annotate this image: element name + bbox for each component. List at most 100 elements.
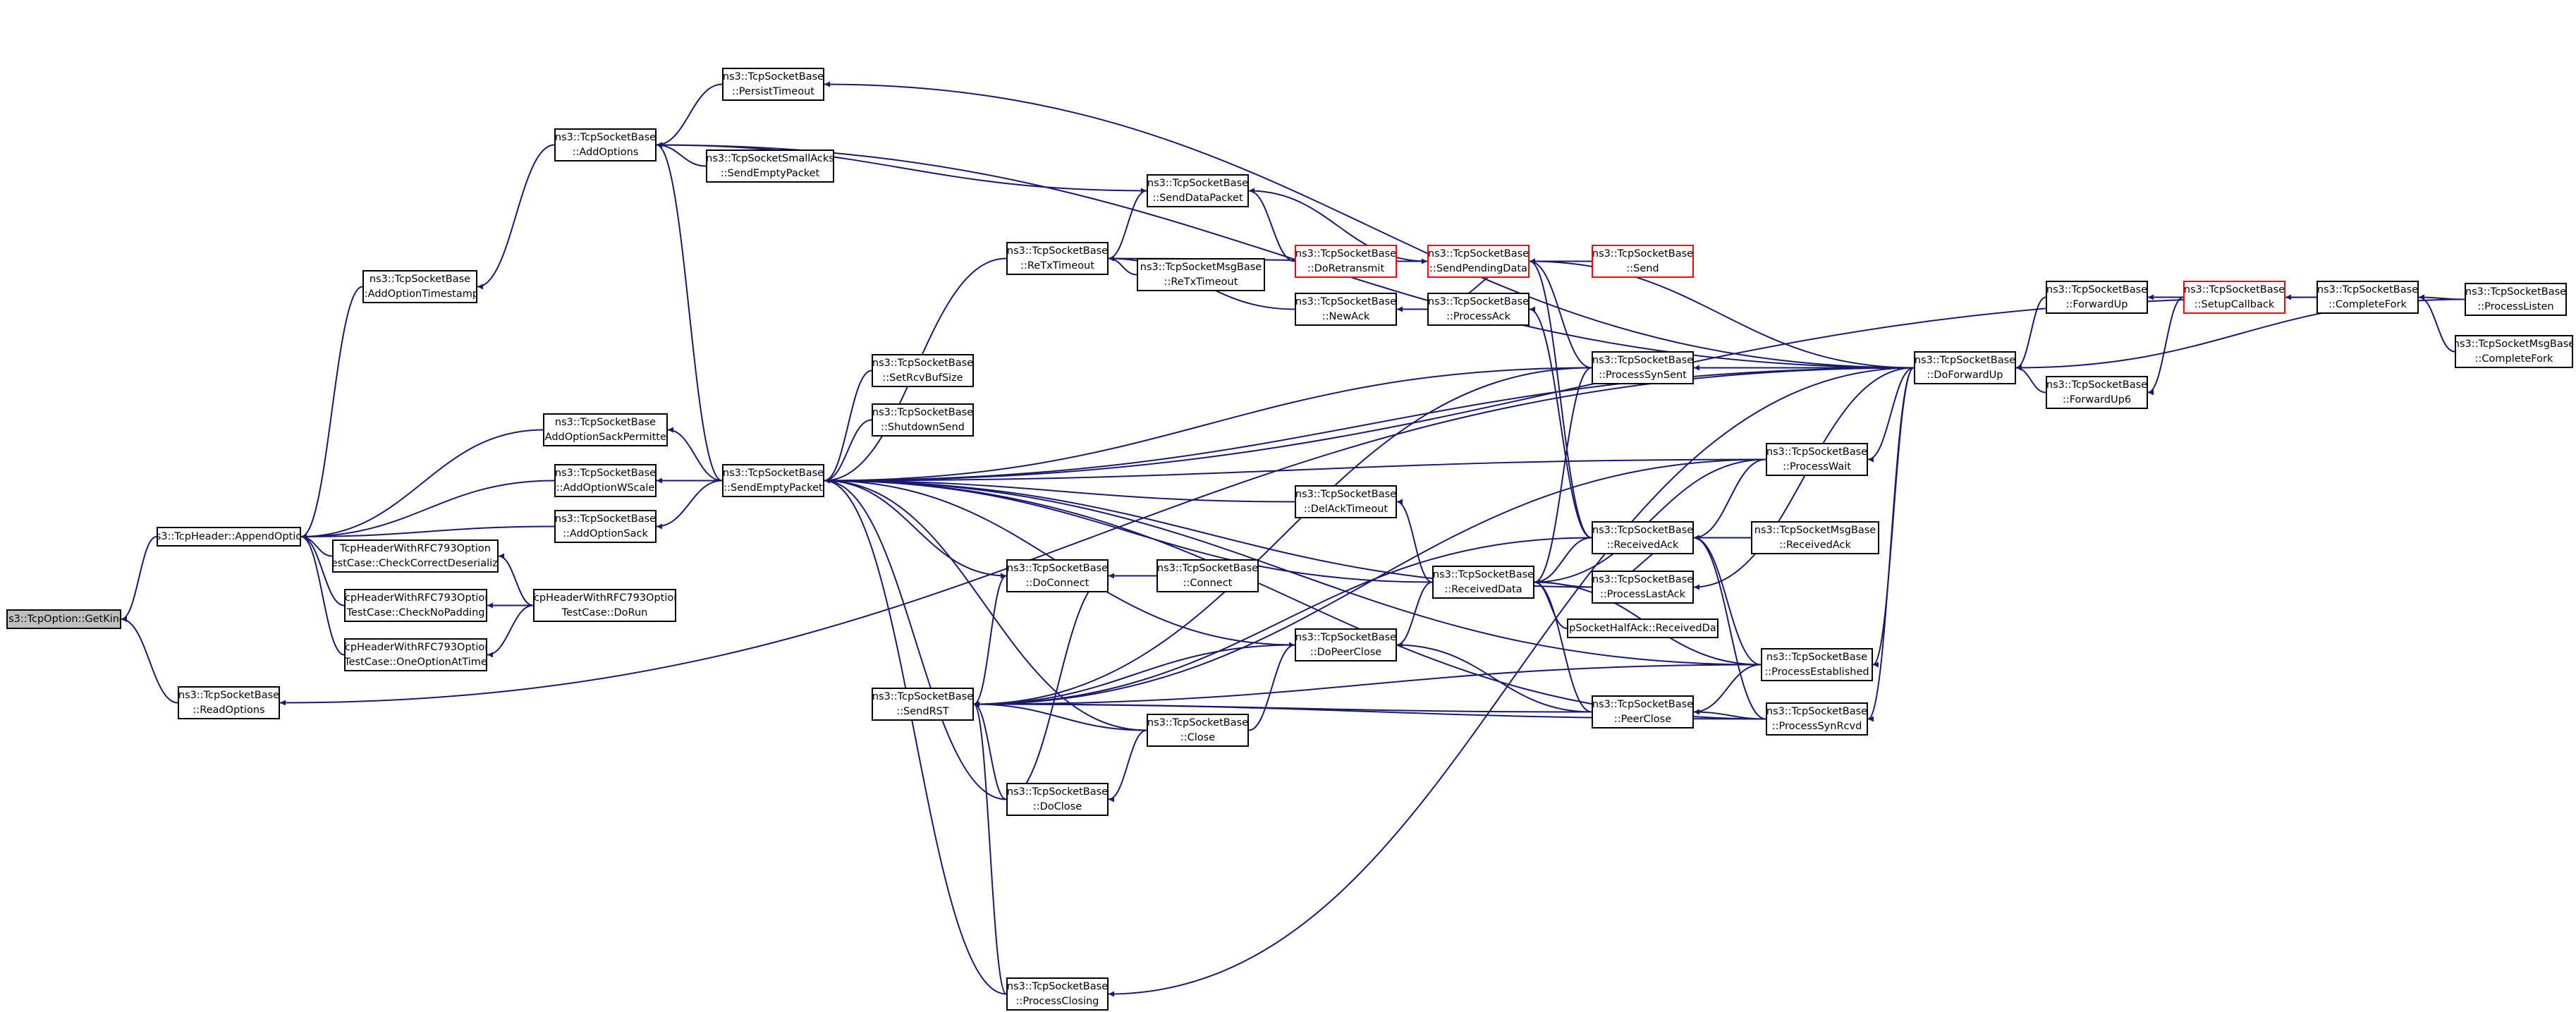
node-received-data[interactable]: ns3::TcpSocketBase::ReceivedData [1432, 566, 1534, 599]
node-label-line: ns3::TcpSocketBase [722, 467, 824, 479]
node-label-line: ns3::TcpSocketBase [2046, 379, 2148, 391]
node-small-acks-send-empty-packet[interactable]: ns3::TcpSocketSmallAcks::SendEmptyPacket [706, 150, 834, 183]
edge-peer_close-to-do_peer_close [1396, 642, 1592, 713]
node-shutdown-send[interactable]: ns3::TcpSocketBase::ShutdownSend [872, 403, 974, 437]
node-label-line: ns3::TcpSocketBase [554, 467, 657, 479]
node-do-connect[interactable]: ns3::TcpSocketBase::DoConnect [1006, 559, 1109, 592]
node-msg-retx-timeout[interactable]: ns3::TcpSocketMsgBase::ReTxTimeout [1137, 258, 1265, 291]
node-add-option-sack[interactable]: ns3::TcpSocketBase::AddOptionSack [554, 510, 657, 543]
edge-do_forward_up-to-process_syn_rcvd [1867, 367, 1915, 722]
node-add-option-timestamp[interactable]: ns3::TcpSocketBase::AddOptionTimestamp [362, 270, 477, 303]
node-label-line: ns3::TcpSocketBase [1295, 488, 1397, 500]
node-do-retransmit[interactable]: ns3::TcpSocketBase::DoRetransmit [1295, 245, 1397, 278]
node-process-syn-rcvd[interactable]: ns3::TcpSocketBase::ProcessSynRcvd [1766, 702, 1868, 736]
node-label-line: ::ReceivedAck [1606, 539, 1679, 551]
node-close[interactable]: ns3::TcpSocketBase::Close [1147, 714, 1249, 747]
node-do-forward-up[interactable]: ns3::TcpSocketBase::DoForwardUp [1914, 351, 2016, 384]
node-add-option-sack-permitted[interactable]: ns3::TcpSocketBase::AddOptionSackPermitt… [543, 413, 668, 446]
node-retx-timeout[interactable]: ns3::TcpSocketBase::ReTxTimeout [1006, 242, 1109, 275]
node-label-line: ns3::TcpSocketBase [1006, 786, 1109, 798]
node-forward-up[interactable]: ns3::TcpSocketBase::ForwardUp [2046, 281, 2148, 314]
node-label-line: ::SendRST [896, 705, 949, 717]
edge-process_closing-to-send_empty_packet [824, 477, 1007, 995]
node-label-line: ns3::TcpSocketBase [1592, 698, 1694, 710]
node-peer-close[interactable]: ns3::TcpSocketBase::PeerClose [1592, 695, 1694, 728]
node-send-data-packet[interactable]: ns3::TcpSocketBase::SendDataPacket [1147, 174, 1249, 207]
node-label-line: TestCase::CheckCorrectDeserialize [332, 557, 499, 569]
edge-peer_close-to-send_rst [973, 701, 1592, 713]
node-connect[interactable]: ns3::TcpSocketBase::Connect [1156, 559, 1259, 592]
edge-do_forward_up-to-read_options [279, 367, 1915, 706]
edge-process_established-to-send_rst [973, 664, 1762, 707]
node-label-line: ns3::TcpSocketBase [1147, 177, 1249, 189]
node-complete-fork[interactable]: ns3::TcpSocketBase::CompleteFork [2316, 281, 2419, 314]
node-label-line: ns3::TcpSocketBase [1432, 568, 1534, 580]
node-send[interactable]: ns3::TcpSocketBase::Send [1592, 245, 1694, 278]
node-process-listen[interactable]: ns3::TcpSocketBase::ProcessListen [2465, 283, 2567, 316]
node-persist-timeout[interactable]: ns3::TcpSocketBase::PersistTimeout [722, 68, 824, 101]
node-label-line: ::ReTxTimeout [1020, 260, 1094, 272]
node-label-line: ::ShutdownSend [881, 421, 965, 433]
node-label-line: ::AddOptionWScale [556, 482, 655, 494]
node-send-rst[interactable]: ns3::TcpSocketBase::SendRST [872, 688, 974, 721]
edge-process_syn_rcvd-to-received_ack [1693, 535, 1766, 720]
node-received-ack[interactable]: ns3::TcpSocketBase::ReceivedAck [1592, 521, 1694, 554]
edge-read_options-to-get_kind [121, 616, 178, 704]
node-label-line: ns3::TcpSocketBase [2465, 286, 2567, 298]
edge-setup_callback-to-forward_up6 [2147, 296, 2184, 396]
node-add-option-wscale[interactable]: ns3::TcpSocketBase::AddOptionWScale [554, 464, 657, 497]
node-process-wait[interactable]: ns3::TcpSocketBase::ProcessWait [1766, 443, 1868, 476]
node-set-rcv-buf-size[interactable]: ns3::TcpSocketBase::SetRcvBufSize [872, 354, 974, 387]
node-del-ack-timeout[interactable]: ns3::TcpSocketBase::DelAckTimeout [1295, 485, 1397, 518]
node-process-syn-sent[interactable]: ns3::TcpSocketBase::ProcessSynSent [1592, 351, 1694, 384]
node-do-close[interactable]: ns3::TcpSocketBase::DoClose [1006, 783, 1109, 816]
node-tcp-header-append-option[interactable]: ns3::TcpHeader::AppendOption [157, 527, 301, 547]
edge-process_closing-to-send_rst [973, 701, 1007, 995]
node-process-last-ack[interactable]: ns3::TcpSocketBase::ProcessLastAck [1592, 571, 1694, 604]
node-label-line: ::Close [1180, 731, 1216, 743]
node-label-line: ::DoRetransmit [1307, 262, 1385, 274]
node-add-options[interactable]: ns3::TcpSocketBase::AddOptions [554, 128, 657, 161]
node-label-line: ::DoPeerClose [1310, 646, 1382, 658]
node-msg-complete-fork[interactable]: ns3::TcpSocketMsgBase::CompleteFork [2455, 335, 2573, 368]
node-setup-callback[interactable]: ns3::TcpSocketBase::SetupCallback [2183, 281, 2285, 314]
node-label-line: TestCase::OneOptionAtTime [344, 656, 487, 668]
edge-msg_retx_timeout-to-retx_timeout [1108, 255, 1137, 276]
node-read-options[interactable]: ns3::TcpSocketBase::ReadOptions [178, 686, 280, 719]
edge-process_wait-to-send_rst [973, 458, 1766, 707]
edge-do_forward_up-to-persist_timeout [824, 81, 1915, 369]
node-label-line: ns3::TcpSocketBase [1592, 524, 1694, 536]
node-label-line: ::PersistTimeout [732, 85, 814, 97]
node-label-line: ::SetRcvBufSize [882, 372, 963, 384]
node-forward-up6[interactable]: ns3::TcpSocketBase::ForwardUp6 [2046, 376, 2148, 409]
node-label-line: ns3::TcpSocketBase [1295, 248, 1397, 260]
node-new-ack[interactable]: ns3::TcpSocketBase::NewAck [1295, 293, 1397, 326]
node-process-established[interactable]: ns3::TcpSocketBase::ProcessEstablished [1761, 648, 1873, 681]
node-send-empty-packet[interactable]: ns3::TcpSocketBase::SendEmptyPacket [722, 464, 824, 497]
node-label-line: ::DoClose [1032, 800, 1082, 812]
node-label-line: ::ReadOptions [193, 704, 265, 716]
node-do-peer-close[interactable]: ns3::TcpSocketBase::DoPeerClose [1295, 628, 1397, 662]
node-label-line: ns3::TcpSocketBase [554, 131, 657, 143]
node-process-closing[interactable]: ns3::TcpSocketBase::ProcessClosing [1006, 977, 1109, 1011]
edge-process_wait-to-received_data [1534, 458, 1766, 585]
node-label-line: TcpSocketHalfAck::ReceivedData [1567, 622, 1719, 634]
node-label-line: ns3::TcpSocketSmallAcks [706, 152, 834, 164]
edge-received_data-to-do_peer_close [1396, 581, 1433, 648]
node-label-line: ::ProcessClosing [1015, 995, 1099, 1007]
edge-small_acks_send_empty-to-add_options [656, 142, 707, 167]
node-send-pending-data[interactable]: ns3::TcpSocketBase::SendPendingData [1427, 245, 1530, 278]
node-label-line: ::AddOptionSack [563, 528, 648, 539]
node-msg-received-ack[interactable]: ns3::TcpSocketMsgBase::ReceivedAck [1751, 521, 1879, 554]
node-process-ack[interactable]: ns3::TcpSocketBase::ProcessAck [1427, 293, 1530, 326]
node-half-ack-received-data[interactable]: TcpSocketHalfAck::ReceivedData [1567, 618, 1719, 638]
node-label-line: ::ProcessWait [1783, 461, 1851, 473]
node-label-line: TestCase::DoRun [561, 606, 648, 618]
node-label-line: ns3::TcpSocketBase [1006, 562, 1109, 574]
